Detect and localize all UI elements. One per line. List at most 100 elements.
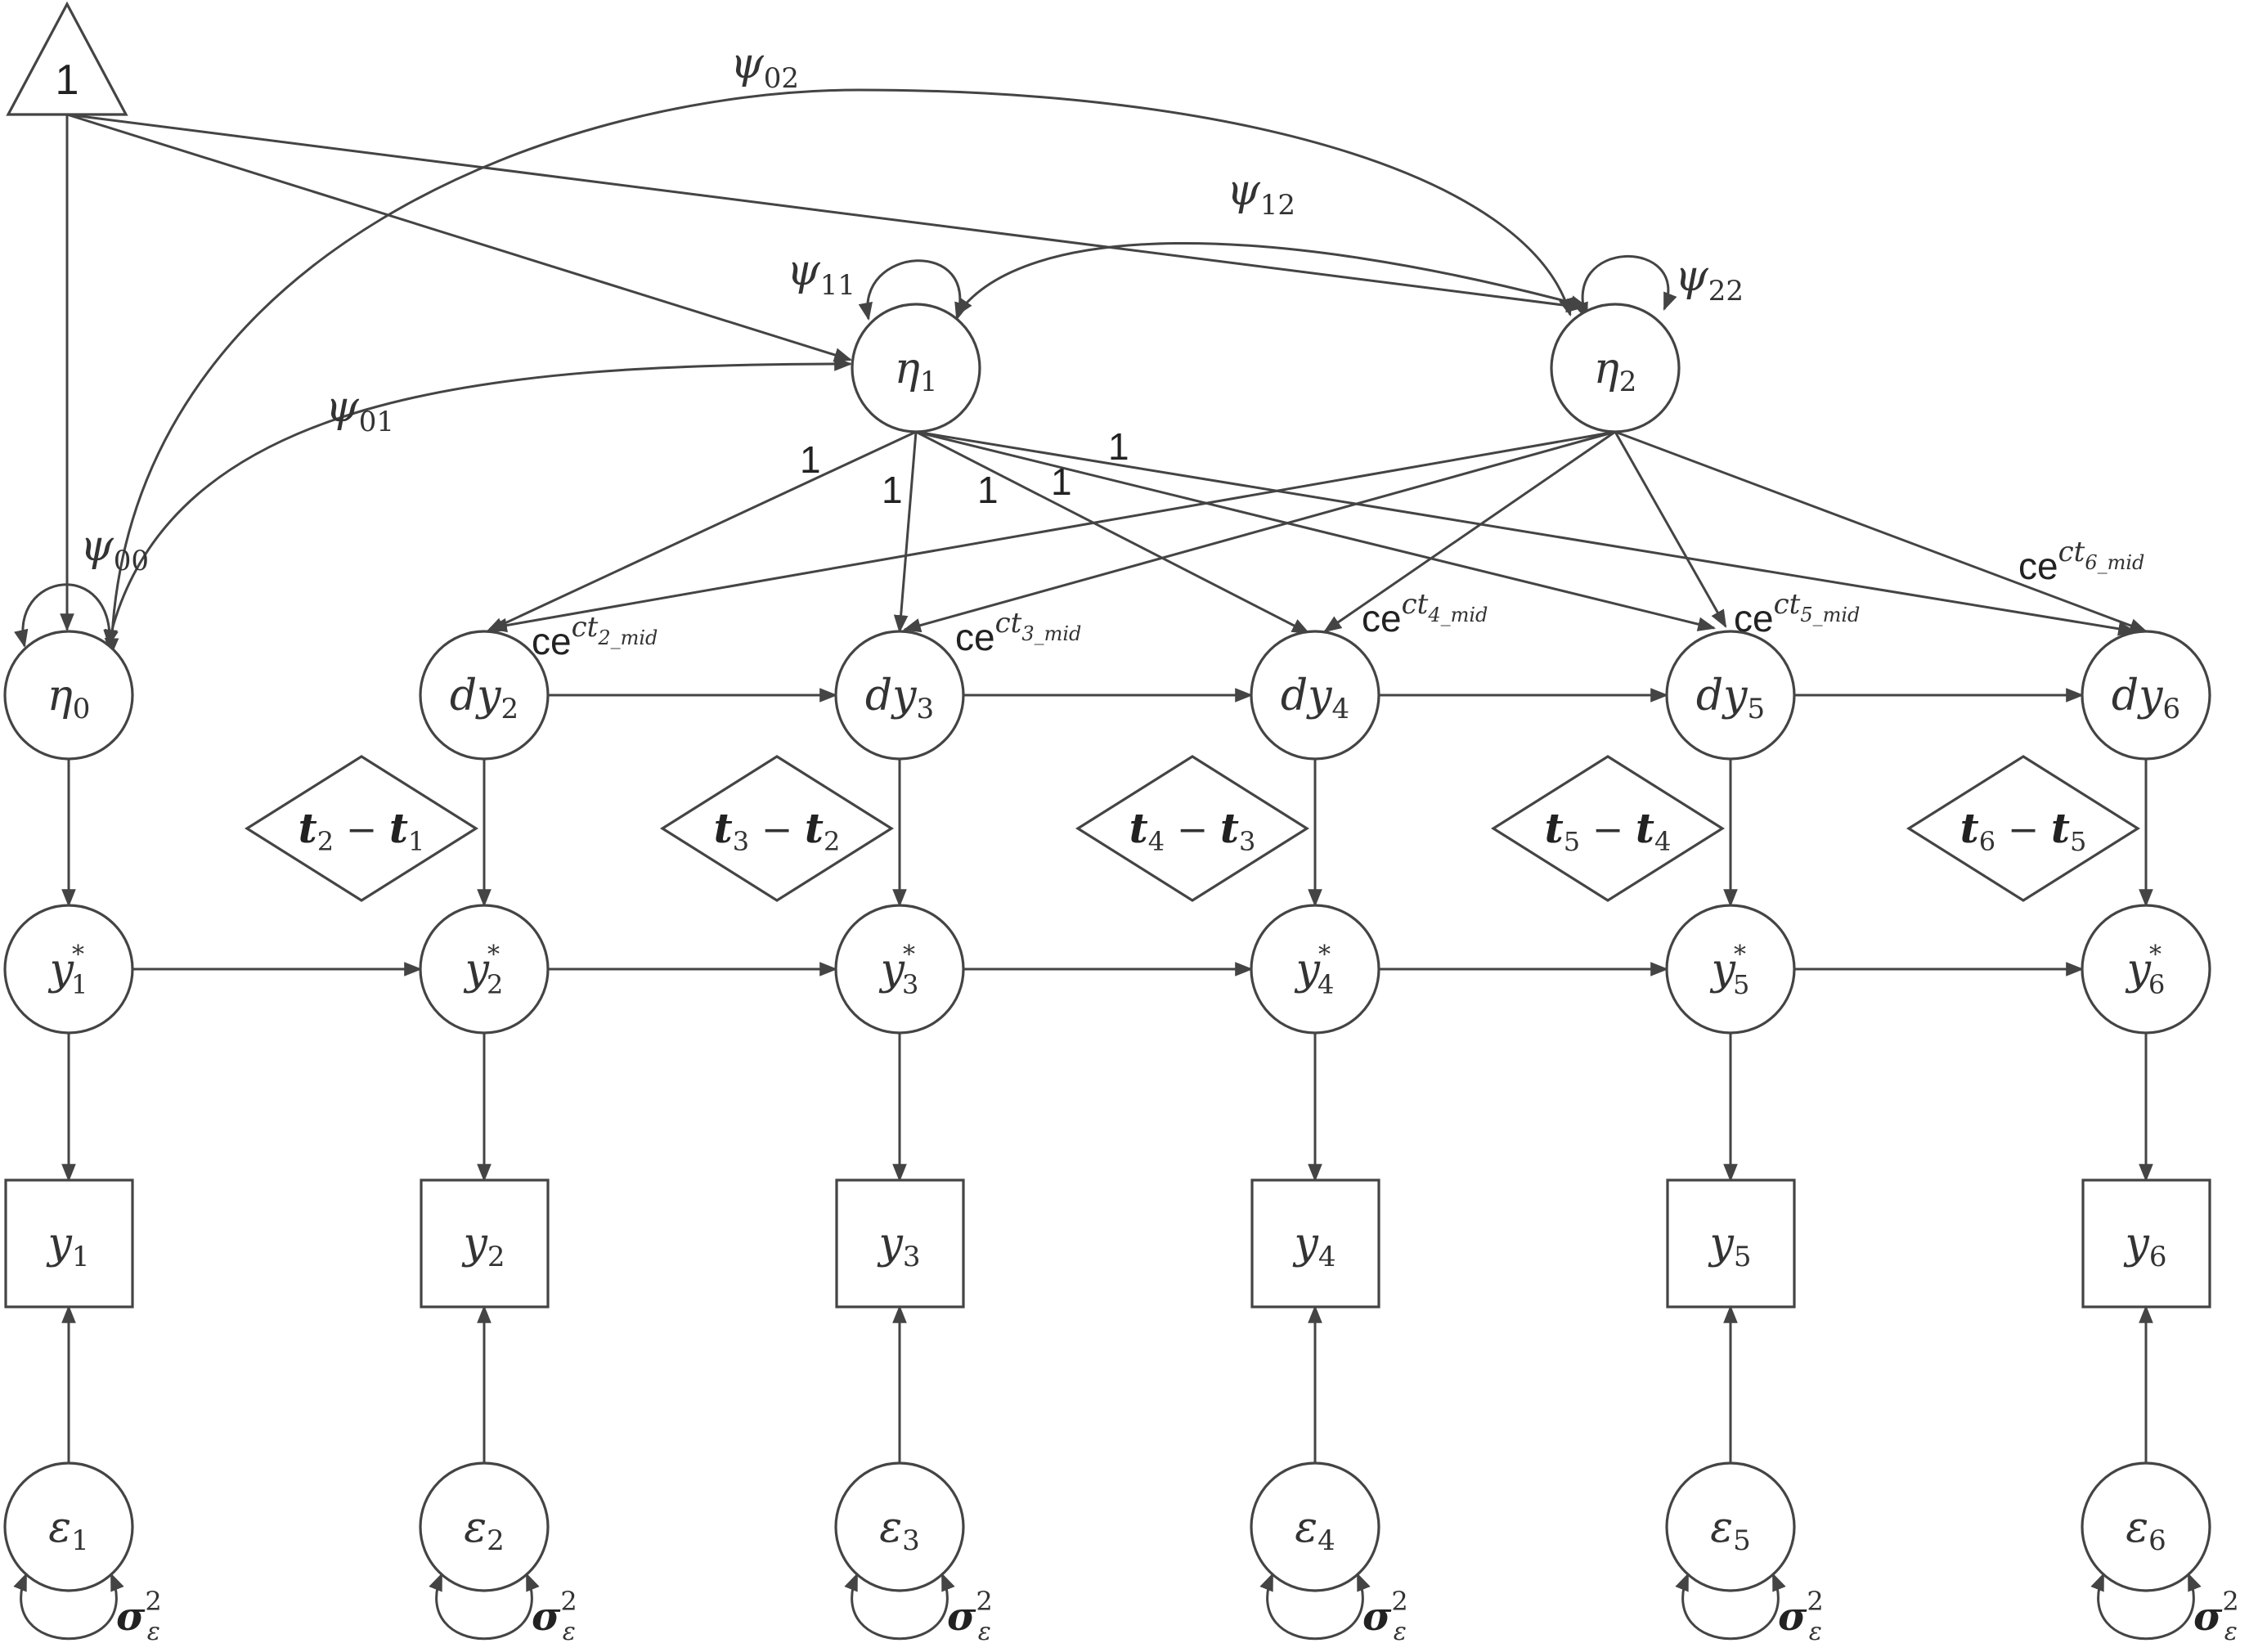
true-score-y6: y*6 bbox=[2081, 904, 2211, 1035]
interval-t2-t1: t2 − t1 bbox=[244, 755, 479, 902]
var-e3 bbox=[844, 1572, 955, 1641]
svg-text:ε4: ε4 bbox=[1295, 1503, 1335, 1557]
svg-text:y4: y4 bbox=[1292, 1219, 1335, 1273]
svg-text:dy6: dy6 bbox=[2112, 671, 2180, 725]
edge-eta2-dy2 bbox=[488, 430, 1616, 633]
svg-text:t6 − t5: t6 − t5 bbox=[1960, 804, 2087, 857]
svg-text:η2: η2 bbox=[1594, 344, 1637, 398]
loading-one-dy2: 1 bbox=[800, 438, 821, 481]
svg-text:dy2: dy2 bbox=[450, 671, 518, 725]
edge-const-eta2 bbox=[66, 113, 1585, 313]
loading-one-dy5: 1 bbox=[1051, 460, 1072, 503]
svg-text:y*1: y*1 bbox=[48, 940, 88, 1000]
nodes-layer: 1 η0 η1 η2 ψ00 ψ01 ψ02 ψ11 ψ12 ψ22 bbox=[3, 1, 2239, 1646]
svg-text:y1: y1 bbox=[46, 1219, 89, 1273]
svg-text:y6: y6 bbox=[2123, 1219, 2166, 1273]
edge-eta2-dy5 bbox=[1614, 431, 1727, 628]
svg-text:ε5: ε5 bbox=[1710, 1503, 1751, 1557]
svg-text:t2 − t1: t2 − t1 bbox=[299, 804, 425, 857]
var-e2 bbox=[429, 1572, 540, 1641]
var-eta0 bbox=[14, 583, 118, 649]
svg-text:ε3: ε3 bbox=[879, 1503, 920, 1557]
edge-eta1-dy5 bbox=[915, 430, 1717, 631]
error-e6: ε6 bbox=[2081, 1461, 2211, 1592]
observed-y6: y6 bbox=[2081, 1178, 2211, 1309]
edges-layer bbox=[13, 88, 2202, 1641]
rate-dy3: dy3 bbox=[834, 630, 965, 761]
true-score-y3: y*3 bbox=[834, 904, 965, 1035]
eta2-symbol: η bbox=[1594, 344, 1619, 393]
svg-text:dy5: dy5 bbox=[1696, 671, 1765, 725]
cov-eta0-eta2 bbox=[104, 88, 1573, 657]
rate-dy2: dy2 bbox=[419, 630, 550, 761]
constant-triangle: 1 bbox=[6, 1, 128, 116]
interval-t4-t3: t4 − t3 bbox=[1075, 755, 1310, 902]
observed-y2: y2 bbox=[420, 1178, 550, 1309]
loading-one-dy4: 1 bbox=[977, 469, 999, 511]
svg-text:ε6: ε6 bbox=[2126, 1503, 2166, 1557]
edge-eta1-dy2 bbox=[486, 430, 917, 633]
loading-one-dy3: 1 bbox=[882, 469, 903, 511]
svg-text:y*2: y*2 bbox=[464, 940, 504, 1000]
svg-text:y*5: y*5 bbox=[1710, 940, 1750, 1000]
observed-y3: y3 bbox=[835, 1178, 965, 1309]
observed-y1: y1 bbox=[4, 1178, 134, 1309]
svg-text:η0: η0 bbox=[47, 671, 91, 725]
edge-eta1-dy6 bbox=[915, 430, 2137, 636]
loading-eta2-dy3: cect3_mid bbox=[955, 607, 1081, 658]
error-e4: ε4 bbox=[1250, 1461, 1380, 1592]
loading-eta2-dy4: cect4_mid bbox=[1362, 588, 1488, 640]
svg-text:y*6: y*6 bbox=[2126, 940, 2166, 1000]
constant-label: 1 bbox=[56, 56, 79, 104]
loading-eta2-dy6: cect6_mid bbox=[2018, 536, 2144, 587]
svg-text:t3 − t2: t3 − t2 bbox=[714, 804, 841, 857]
rate-dy6: dy6 bbox=[2081, 630, 2211, 761]
eta0-symbol: η bbox=[47, 671, 73, 721]
loading-eta2-dy2: cect2_mid bbox=[532, 611, 658, 662]
label-psi22: ψ22 bbox=[1675, 252, 1744, 308]
true-score-y5: y*5 bbox=[1665, 904, 1796, 1035]
svg-text:y5: y5 bbox=[1708, 1219, 1751, 1273]
var-e5 bbox=[1675, 1572, 1786, 1641]
svg-text:t4 − t3: t4 − t3 bbox=[1129, 804, 1256, 857]
label-psi11: ψ11 bbox=[787, 246, 855, 302]
error-e3: ε3 bbox=[834, 1461, 965, 1592]
interval-t6-t5: t6 − t5 bbox=[1906, 755, 2141, 902]
observed-y5: y5 bbox=[1666, 1178, 1796, 1309]
error-e5: ε5 bbox=[1665, 1461, 1796, 1592]
edge-const-eta1 bbox=[66, 113, 853, 362]
svg-text:t5 − t4: t5 − t4 bbox=[1545, 804, 1672, 857]
var-eta1 bbox=[858, 259, 969, 321]
svg-text:dy3: dy3 bbox=[865, 671, 934, 725]
svg-text:η1: η1 bbox=[895, 344, 938, 398]
svg-text:y*3: y*3 bbox=[879, 940, 919, 1000]
loading-eta2-dy5: cect5_mid bbox=[1734, 588, 1860, 640]
cov-eta1-eta2 bbox=[955, 242, 1589, 316]
label-psi02: ψ02 bbox=[730, 39, 799, 95]
var-e1 bbox=[13, 1572, 124, 1641]
edge-eta2-dy4 bbox=[1323, 430, 1616, 633]
eta2-subscript: 2 bbox=[1619, 366, 1637, 398]
loading-one-dy6: 1 bbox=[1108, 425, 1129, 468]
edge-eta1-dy4 bbox=[915, 430, 1310, 635]
label-psi00: ψ00 bbox=[80, 522, 149, 577]
svg-text:y3: y3 bbox=[877, 1219, 920, 1273]
rate-dy4: dy4 bbox=[1250, 630, 1380, 761]
true-score-y1: y*1 bbox=[3, 904, 134, 1035]
true-score-y4: y*4 bbox=[1250, 904, 1380, 1035]
edge-eta2-dy6 bbox=[1614, 430, 2148, 633]
error-e2: ε2 bbox=[419, 1461, 550, 1592]
svg-text:y2: y2 bbox=[461, 1219, 505, 1273]
cov-eta0-eta1 bbox=[104, 357, 853, 649]
true-score-y2: y*2 bbox=[419, 904, 550, 1035]
edge-eta2-dy3 bbox=[902, 430, 1616, 633]
eta1-subscript: 1 bbox=[920, 366, 938, 398]
svg-text:dy4: dy4 bbox=[1281, 671, 1349, 725]
